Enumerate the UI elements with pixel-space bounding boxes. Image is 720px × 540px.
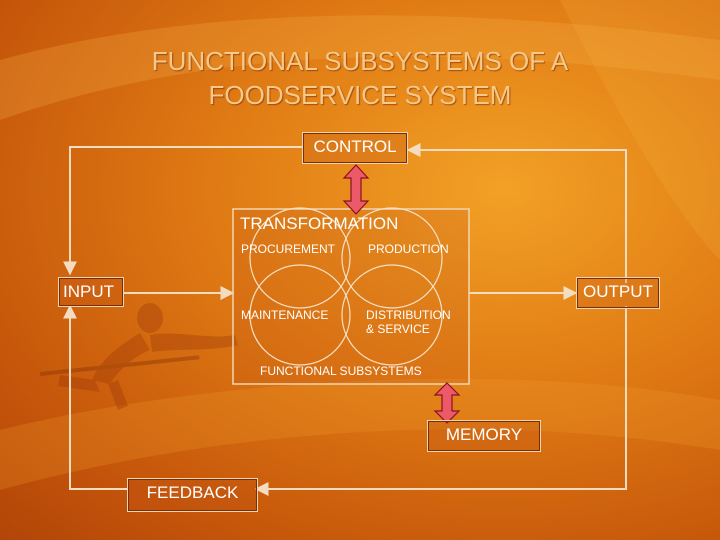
distribution-label-line-2: & SERVICE: [366, 322, 430, 336]
maintenance-label: MAINTENANCE: [241, 308, 329, 322]
distribution-label-line-1: DISTRIBUTION: [366, 308, 451, 322]
distribution-label: DISTRIBUTION & SERVICE: [366, 308, 451, 336]
input-box: INPUT: [58, 277, 124, 307]
output-label: OUTPUT: [583, 282, 653, 301]
feedback-label: FEEDBACK: [146, 483, 239, 502]
output-to-control-line: [406, 143, 627, 283]
functional-subsystems-caption: FUNCTIONAL SUBSYSTEMS: [260, 364, 422, 378]
procurement-circle: [249, 207, 351, 309]
input-label: INPUT: [63, 282, 114, 301]
memory-box: MEMORY: [427, 420, 541, 452]
transformation-memory-arrow: [433, 382, 461, 424]
slide-title: FUNCTIONAL SUBSYSTEMS OF A FOODSERVICE S…: [60, 44, 660, 112]
output-box: OUTPUT: [576, 277, 660, 309]
control-transformation-arrow: [342, 164, 370, 215]
transformation-label: TRANSFORMATION: [240, 214, 399, 233]
control-label: CONTROL: [313, 137, 397, 156]
production-circle: [341, 207, 443, 309]
transformation-box: [232, 208, 470, 385]
maintenance-circle: [249, 264, 351, 366]
memory-label: MEMORY: [445, 425, 523, 444]
control-to-input-line: [63, 146, 302, 276]
feedback-to-input-line: [63, 304, 127, 490]
production-label: PRODUCTION: [368, 242, 449, 256]
feedback-box: FEEDBACK: [127, 478, 258, 512]
title-line-2: FOODSERVICE SYSTEM: [208, 80, 512, 110]
title-line-1: FUNCTIONAL SUBSYSTEMS OF A: [151, 46, 569, 76]
distribution-circle: [341, 264, 443, 366]
control-box: CONTROL: [302, 132, 408, 164]
procurement-label: PROCUREMENT: [241, 242, 336, 256]
output-to-feedback-line: [254, 306, 627, 496]
